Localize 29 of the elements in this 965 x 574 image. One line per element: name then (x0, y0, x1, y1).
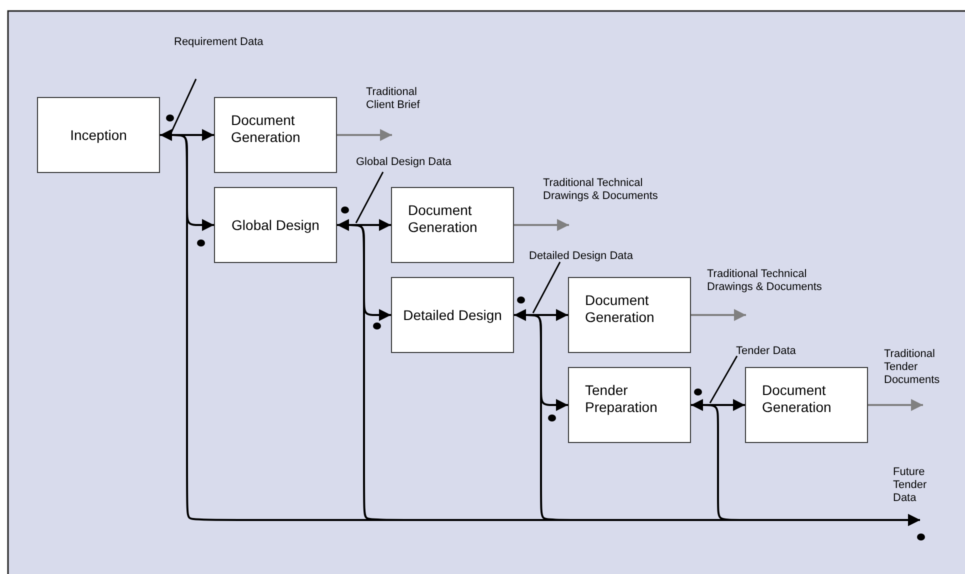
box-label: Inception (69, 127, 128, 144)
box-label: Document Generation (231, 112, 302, 146)
flow-arrow (160, 129, 214, 141)
box-label: Document Generation (585, 292, 656, 326)
process-box (391, 187, 514, 263)
output-arrow (337, 129, 392, 141)
box-label: Tender Preparation (585, 382, 658, 416)
flow-arrow (514, 309, 568, 321)
data-label: Global Design Data (356, 156, 452, 169)
process-box (391, 277, 514, 353)
flow-arrow (691, 399, 745, 411)
box-label: Document Generation (408, 202, 478, 236)
process-box (214, 97, 337, 173)
data-label: Detailed Design Data (529, 250, 634, 263)
output-label: Future Tender Data (893, 466, 928, 505)
data-label: Requirement Data (174, 36, 264, 49)
box-label: Global Design (230, 217, 320, 234)
flow-arrow (337, 219, 391, 231)
process-box (568, 277, 691, 353)
output-arrow (868, 399, 923, 411)
process-box (745, 367, 868, 443)
output-arrow (514, 219, 569, 231)
process-box (37, 97, 160, 173)
box-label: Document Generation (762, 382, 832, 416)
box-label: Detailed Design (402, 307, 503, 324)
data-label: Tender Data (736, 345, 797, 358)
process-box (214, 187, 337, 263)
output-arrow (691, 309, 746, 321)
process-box (568, 367, 691, 443)
